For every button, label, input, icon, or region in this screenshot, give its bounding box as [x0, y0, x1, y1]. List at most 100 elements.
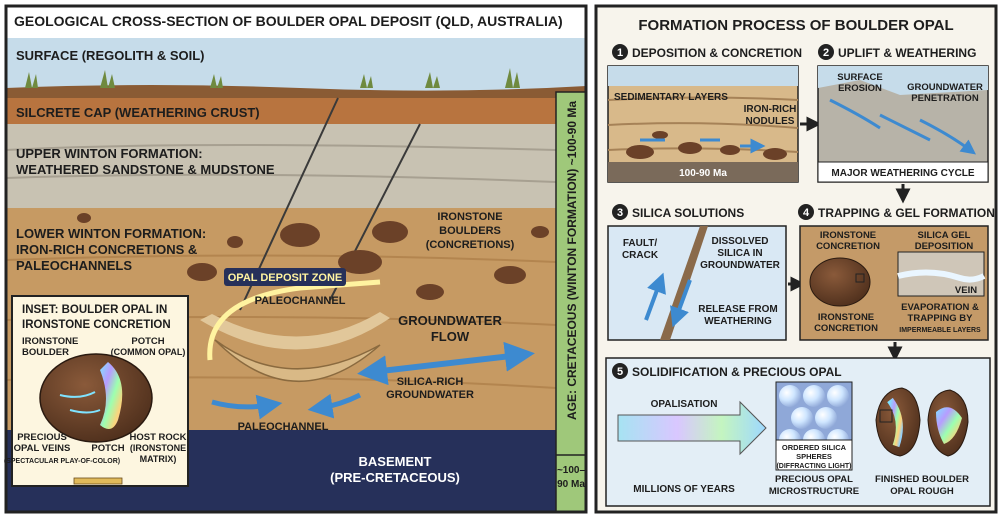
silica-rich-label-1: SILICA-RICH	[397, 376, 464, 388]
age-bar-bottom-2: 90 Ma	[557, 479, 585, 490]
step-4-label-gel-1: SILICA GEL	[918, 230, 971, 241]
step-5-label-opalisation: OPALISATION	[651, 399, 718, 410]
step-1-label-layers: SEDIMENTARY LAYERS	[614, 92, 728, 103]
step-5-label-ordered: ORDERED SILICA	[782, 443, 847, 452]
step-2-title: UPLIFT & WEATHERING	[838, 46, 976, 60]
inset-potch-common-2: (COMMON OPAL)	[111, 347, 186, 357]
inset-title-1: INSET: BOULDER OPAL IN	[22, 304, 167, 316]
cross-section-title: GEOLOGICAL CROSS-SECTION OF BOULDER OPAL…	[14, 13, 563, 29]
silcrete-layer	[6, 98, 556, 124]
step-4-label-gel-2: DEPOSITION	[915, 241, 974, 252]
step-5-number: 5	[617, 366, 623, 378]
lower-winton-label-1: LOWER WINTON FORMATION:	[16, 226, 206, 241]
step-4-label-evap-2: TRAPPING BY	[908, 313, 974, 324]
inset-play-of-color: (SPECTACULAR PLAY-OF-COLOR)	[4, 458, 120, 465]
grass-tufts	[25, 68, 520, 88]
opal-zone-tag	[224, 268, 346, 286]
step-3-label-weathering: WEATHERING	[704, 316, 772, 327]
lower-winton-label-3: PALEOCHANNELS	[16, 258, 132, 273]
step-1-number: 1	[617, 47, 623, 59]
step-1: 1 DEPOSITION & CONCRETION SEDIMENTARY LA…	[607, 44, 802, 183]
finished-opal-stones	[875, 387, 969, 457]
groundwater-flow-arrow	[357, 341, 535, 386]
step-5-title: SOLIDIFICATION & PRECIOUS OPAL	[632, 365, 842, 379]
step-4-title: TRAPPING & GEL FORMATION	[818, 206, 995, 220]
step-1-label-nodules: NODULES	[746, 116, 795, 127]
step-3-label-fault: FAULT/	[623, 238, 657, 249]
step-2-label-cycle: MAJOR WEATHERING CYCLE	[831, 168, 974, 179]
step-3: 3 SILICA SOLUTIONS FAULT/ CRACK DISSOLVE…	[607, 204, 787, 341]
silica-rich-label-2: GROUNDWATER	[386, 389, 474, 401]
inset-host-rock-2: (IRONSTONE	[130, 443, 186, 453]
inset-ironstone-1: IRONSTONE	[22, 336, 78, 347]
step-2-number: 2	[823, 47, 829, 59]
step-3-label-dissolved: DISSOLVED	[711, 236, 768, 247]
inset-potch: POTCH	[91, 443, 124, 454]
step-3-label-groundwater: GROUNDWATER	[700, 260, 781, 271]
step-4-label-evap-3: IMPERMEABLE LAYERS	[899, 327, 981, 334]
step-2-label-penetration: PENETRATION	[911, 93, 979, 104]
step-3-label-release: RELEASE FROM	[698, 304, 777, 315]
title-band	[6, 6, 586, 38]
step-1-title: DEPOSITION & CONCRETION	[632, 46, 802, 60]
ironstone-boulders	[77, 213, 549, 300]
step-5-label-millions: MILLIONS OF YEARS	[633, 484, 735, 495]
step-4: 4 TRAPPING & GEL FORMATION IRONSTONE CON…	[798, 204, 995, 341]
step-5-label-diffracting: (DIFFRACTING LIGHT)	[776, 463, 851, 470]
flow-arrow-right	[307, 392, 362, 419]
step-3-label-silica: SILICA IN	[717, 248, 762, 259]
age-bar	[555, 91, 587, 513]
inset-host-rock-1: HOST ROCK	[130, 432, 187, 443]
step-4-label-ironstone-bot-1: IRONSTONE	[818, 312, 874, 323]
basement-label-1: BASEMENT	[359, 454, 432, 469]
ironstone-boulders-label-2: BOULDERS	[439, 225, 501, 237]
inset-box: INSET: BOULDER OPAL IN IRONSTONE CONCRET…	[4, 295, 189, 487]
paleochannel-upper-label: PALEOCHANNEL	[255, 295, 346, 307]
step-4-label-ironstone-top-2: CONCRETION	[816, 241, 880, 252]
inset-boulder	[39, 353, 153, 443]
cross-section-frame	[4, 4, 588, 514]
groundwater-flow-label-2: FLOW	[431, 329, 470, 344]
regolith-layer	[6, 85, 586, 98]
basement-label-2: (PRE-CRETACEOUS)	[330, 470, 460, 485]
upper-winton-layer	[6, 124, 556, 208]
groundwater-flow-label-1: GROUNDWATER	[398, 313, 502, 328]
step-3-title: SILICA SOLUTIONS	[632, 206, 744, 220]
step-5-label-finished: FINISHED BOULDER	[875, 474, 969, 485]
step-5-label-spheres: SPHERES	[796, 452, 832, 461]
inset-precious-2: OPAL VEINS	[14, 443, 71, 454]
silcrete-label: SILCRETE CAP (WEATHERING CRUST)	[16, 105, 260, 120]
step-2: 2 UPLIFT & WEATHERING SURFACE EROSION GR…	[817, 44, 989, 183]
silica-spheres	[775, 381, 853, 471]
step-4-label-ironstone-top-1: IRONSTONE	[820, 230, 876, 241]
step-2-label-groundwater: GROUNDWATER	[907, 82, 983, 93]
step-5-label-rough: OPAL ROUGH	[890, 486, 954, 497]
lower-winton-label-2: IRON-RICH CONCRETIONS &	[16, 242, 197, 257]
ironstone-boulders-label-3: (CONCRETIONS)	[426, 239, 515, 251]
inset-ironstone-2: BOULDER	[22, 347, 69, 358]
upper-winton-label-1: UPPER WINTON FORMATION:	[16, 146, 203, 161]
inset-title-2: IRONSTONE CONCRETION	[22, 319, 171, 331]
step-1-label-ironrich: IRON-RICH	[744, 104, 797, 115]
opal-zone-outline	[207, 279, 381, 361]
inset-host-rock-3: MATRIX)	[140, 454, 177, 464]
process-title: FORMATION PROCESS OF BOULDER OPAL	[638, 17, 953, 34]
step-4-label-evap-1: EVAPORATION &	[901, 302, 979, 313]
inset-opal-vein	[100, 362, 123, 429]
age-bar-label: AGE: CRETACEOUS (WINTON FORMATION) ~100-…	[565, 101, 579, 420]
formation-process-panel: FORMATION PROCESS OF BOULDER OPAL 1 DEPO…	[594, 4, 998, 514]
paleochannel-lower-label: PALEOCHANNEL	[238, 421, 329, 433]
inset-precious-1: PRECIOUS	[17, 432, 67, 443]
age-bar-bottom-1: ~100–	[557, 465, 586, 476]
inset-potch-common-1: POTCH	[131, 336, 164, 347]
step-2-label-surface: SURFACE	[837, 72, 882, 83]
step-1-label-age: 100-90 Ma	[679, 168, 727, 179]
cross-section-panel: GEOLOGICAL CROSS-SECTION OF BOULDER OPAL…	[3, 4, 588, 514]
scale-ruler	[73, 477, 123, 485]
ironstone-boulders-label-1: IRONSTONE	[437, 211, 502, 223]
step-4-label-vein: VEIN	[955, 285, 977, 296]
step-4-label-ironstone-bot-2: CONCRETION	[814, 323, 878, 334]
flow-arrow-left	[211, 394, 283, 420]
